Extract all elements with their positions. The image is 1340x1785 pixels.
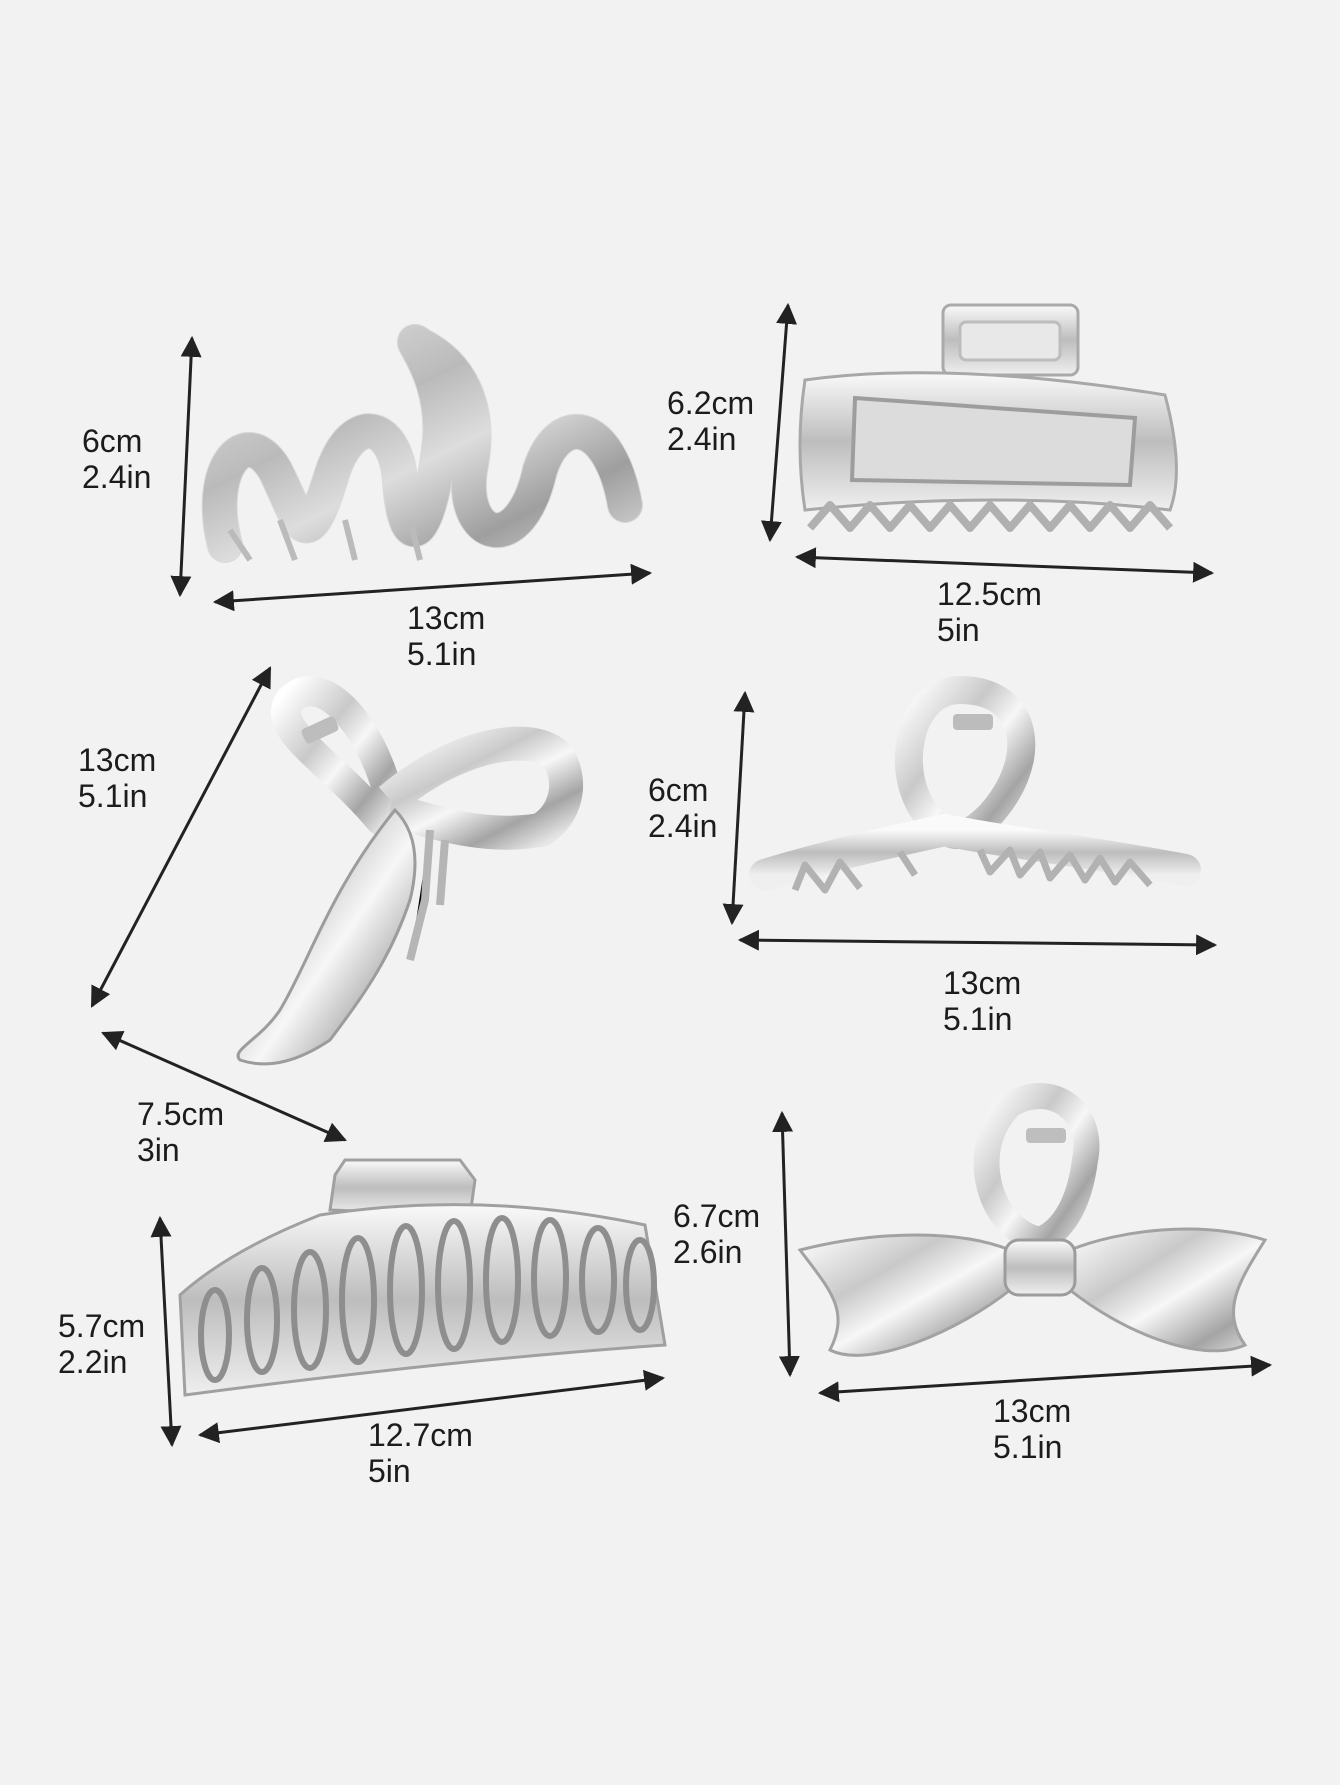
- comb-width-label: 12.7cm 5in: [368, 1417, 473, 1489]
- bow-width-label: 13cm 5.1in: [993, 1393, 1072, 1465]
- loop-width-label: 13cm 5.1in: [943, 965, 1022, 1037]
- rectangle-clip: [798, 303, 1178, 532]
- rectangle-height-label: 6.2cm 2.4in: [667, 385, 755, 457]
- loop-height-label: 6cm 2.4in: [648, 772, 718, 844]
- bow-diagonal-length-label: 13cm 5.1in: [78, 742, 157, 814]
- dimension-arrows: [90, 302, 1273, 1448]
- wave-width-label: 13cm 5.1in: [407, 600, 486, 672]
- wave-height-label: 6cm 2.4in: [82, 423, 152, 495]
- rectangle-width-label: 12.5cm 5in: [937, 576, 1042, 648]
- comb-height-label: 5.7cm 2.2in: [58, 1308, 146, 1380]
- bow-clip: [797, 1083, 1268, 1357]
- comb-clip: [178, 1158, 667, 1397]
- bow-height-label: 6.7cm 2.6in: [673, 1198, 761, 1270]
- loop-clip: [749, 675, 1201, 894]
- bow-diagonal-width-label: 7.5cm 3in: [137, 1096, 225, 1168]
- bow-diagonal-clip: [236, 676, 584, 1066]
- wave-clip: [201, 323, 643, 563]
